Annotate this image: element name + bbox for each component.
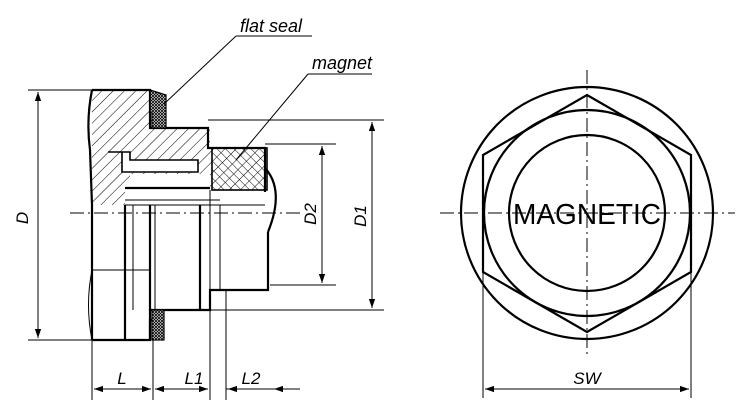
magnet-callout: magnet xyxy=(235,53,373,161)
hex-outline xyxy=(481,93,693,334)
dim-L1-label: L1 xyxy=(185,369,204,388)
dimension-D2: D2 xyxy=(265,143,336,286)
magnet-label: magnet xyxy=(312,53,373,73)
side-section-view xyxy=(70,88,300,342)
inner-groove xyxy=(108,151,199,173)
dim-D-label: D xyxy=(13,212,32,224)
dimension-D1: D1 xyxy=(208,119,384,311)
dim-SW-label: SW xyxy=(573,369,602,388)
magnetic-engraving: MAGNETIC xyxy=(513,199,661,231)
flat-seal-label: flat seal xyxy=(240,16,303,36)
dimension-SW: SW xyxy=(482,272,692,398)
dim-L2-label: L2 xyxy=(242,369,261,388)
flat-seal-top xyxy=(149,89,167,129)
magnet-hatch xyxy=(211,147,268,191)
dim-L-label: L xyxy=(117,369,126,388)
front-view: MAGNETIC xyxy=(440,70,735,355)
inner-cavity xyxy=(130,174,210,188)
dim-D1-label: D1 xyxy=(351,205,370,227)
flat-seal-callout: flat seal xyxy=(163,16,312,105)
dimension-D: D xyxy=(13,89,92,341)
flat-seal-bottom xyxy=(151,309,165,341)
dim-D2-label: D2 xyxy=(301,203,320,225)
dimension-L-L1-L2: L L1 L2 xyxy=(91,290,300,400)
